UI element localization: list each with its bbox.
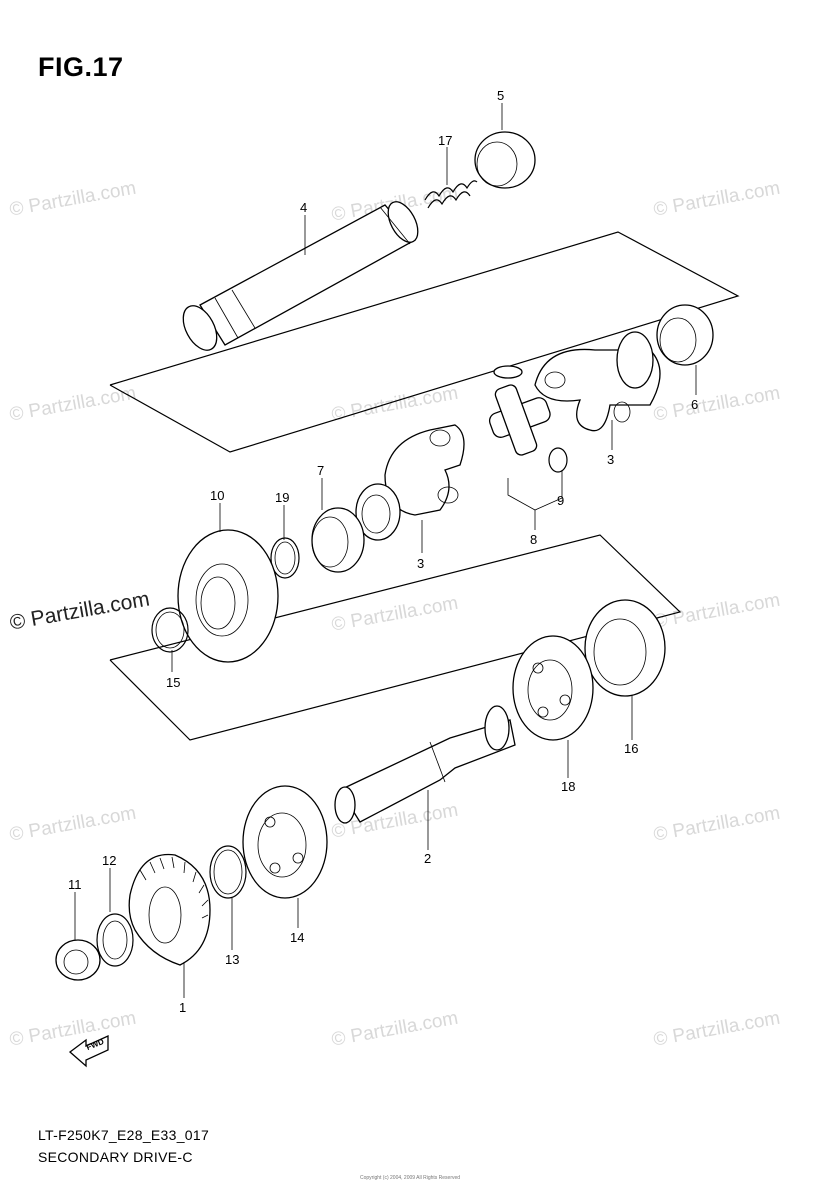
part-6-seal [656,304,714,366]
part-4-shaft [182,201,419,351]
part-3-bearing [355,483,401,541]
part-5-seal [474,131,536,189]
callout-15: 15 [166,675,181,690]
forward-arrow-icon [68,1034,109,1068]
part-11-nut [55,939,101,981]
part-1-bevel-gear [128,853,211,966]
part-18-bearing [512,635,594,741]
model-code: LT-F250K7_E28_E33_017 [38,1127,210,1143]
callout-2: 2 [424,851,432,866]
part-3-yoke-lower [384,424,465,516]
callout-8: 8 [530,532,538,547]
callout-19: 19 [275,490,290,505]
callout-5: 5 [497,88,505,103]
callout-18: 18 [561,779,576,794]
part-14-bearing [242,785,328,899]
part-10-disc [177,529,279,663]
copyright-note: Copyright (c) 2004, 2009 All Rights Rese… [360,1175,461,1181]
diagram-caption: SECONDARY DRIVE-C [38,1149,193,1165]
callout-6: 6 [691,397,699,412]
callout-1: 1 [179,1000,187,1015]
part-13-shim [209,845,247,899]
part-2-output-shaft [334,705,516,824]
part-15-oring [151,607,189,653]
group-frame-upper [109,231,740,453]
group-frame-lower [109,534,682,741]
part-17-spring [424,180,478,209]
callout-11: 11 [68,877,82,892]
part-9-circlip [548,447,568,473]
callout-3: 3 [607,452,615,467]
callout-9: 9 [557,493,565,508]
callout-14: 14 [290,930,305,945]
figure-title: FIG.17 [38,52,124,82]
part-16-seal [584,599,666,697]
callout-16: 16 [624,741,639,756]
part-7-sleeve [311,507,365,573]
leader-lines [74,103,697,998]
callout-4: 4 [300,200,308,215]
callout-17: 17 [438,133,453,148]
callout-10: 10 [210,488,225,503]
callout-7: 7 [317,463,325,478]
callout-3: 3 [417,556,425,571]
part-3-yoke-upper [534,331,661,432]
callout-12: 12 [102,853,117,868]
part-8-cross-joint [488,365,551,456]
part-19-ring [270,537,300,579]
part-12-washer [96,913,134,967]
callout-13: 13 [225,952,240,967]
